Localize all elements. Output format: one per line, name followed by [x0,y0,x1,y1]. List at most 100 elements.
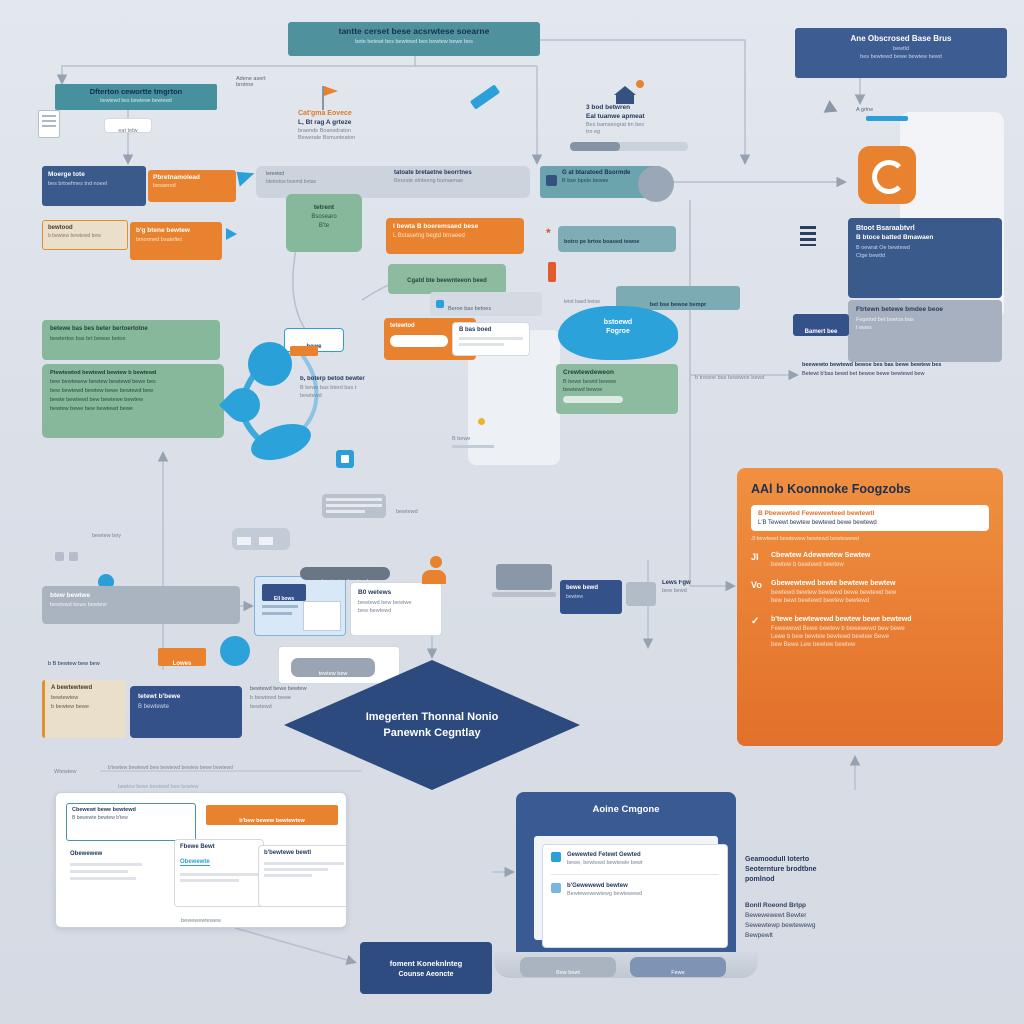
laptop-content: Gewewted Fetewt Gewted bewe, bewtewd bew… [534,836,728,948]
feature-block-2-line2: Eal tuanwe apmeat [586,113,645,120]
green-box-4-line4: bewte bewtewd bew bewtewe bewtew [50,397,143,403]
navy-box-3-title: bewe bewd [566,585,599,591]
panel-teal-box: Cbewewt bewe bewtewd B bewewte bewtew b'… [66,803,196,841]
axis-label: bewtew bey [92,524,156,542]
blue-card-chip-text: Ell bows [273,596,295,602]
tiny-row: b B bewtew bew bew [48,652,152,670]
feature-block-1-line3: braende Boansdraton [298,128,351,134]
line-text-1-text: b'tewtew bewtewd bew bewtewd bewtew bewe… [108,765,233,771]
orange-box-4-pill [390,335,448,347]
top-banner: tantte cerset bese acsrwtese soearne bet… [288,22,540,56]
cursor-label: A grlne [856,98,906,116]
panel-col-1-title: Obewewew [70,851,103,857]
navy-box-4: tetewt b'bewe B bewtewte [130,686,242,738]
navy-box-2-line4: Ctge bewtld [856,253,886,259]
top-banner-sub: bete betewt bes bewtewd bes bewtew bewe … [355,39,473,45]
orange-box-3: b'g btene bewtew bmormed bsateftet [130,222,222,260]
top-right-sub1: bewtld [893,46,909,52]
orange-box-2-title: I bewta B boeremsaed bese [393,223,479,230]
bottom-right-text-2: Bonll Roeond Brlpp Bewewewewt Bewter Sew… [745,902,925,939]
teal-box-3: bet bse bewoe bempr [616,286,740,310]
navy-box-3-sub: bewtew [566,594,583,600]
green-box-5: Crewtewdeweon B bewe bewtd bewwe bewtewd… [556,364,678,414]
laptop-row2-sub: Bewtewewewtewg bewtewewd [567,891,643,897]
navy-box-3: bewe bewd bewtew [560,580,622,614]
right-text-block-line1: beewewto bewtewd bewoe bes bas bewe bewt… [802,362,942,368]
panel-card-2-title: Fbewe Bewt [180,844,215,850]
feature-block-1-line1: Cat'gma Eovece [298,110,352,117]
navy-tag-text: Bamert bee [804,329,838,335]
laptop-button-1-text: Bew bewt [556,970,580,976]
green-box-3-line2: bewtertoe bas brt bewoe betoe [50,336,126,342]
green-box-4-line3: bew bewtewd bewtew bewe bewtewd bew [50,388,154,394]
teal-pill: botro pe brtoe boaoed tewoe [558,226,676,252]
laptop-button-2: Fewe [630,957,726,977]
bottom-right-text-2-line2: Bewewewewt Bewter [745,912,807,919]
orange-box-1-sub: besaersd [153,183,176,189]
cream-box-1-title: bewtood [48,225,73,231]
small-blue-bar [866,116,908,121]
orange-tag-2: Lowes [158,648,206,666]
feature-block-2-line1: 3 bod betwren [586,104,631,111]
gray-pill-label-text: bewtewtew bewtewd [322,579,368,580]
orange-tag-2-text: Lowes [172,661,192,666]
gray-box-2-icon [436,300,444,308]
green-box-3-line1: betewe bas bes beter bertoertotne [50,326,148,332]
navy-box-1-title: Moerge tote [48,171,85,178]
vehicle-icon [232,528,290,550]
laptop-row2-icon [551,883,561,893]
gray-box-2: Beroe bas betoes [430,292,542,316]
gray-band-center-line2: Beorste olnteeng bumaenae [394,178,464,184]
cursor-icon [823,100,841,118]
green-box-2: Cgatd bte beewnteeon beed [388,264,506,294]
house-icon [612,78,648,104]
cream-box-2-line1: A bewtewtewd [51,685,93,691]
gray-box-2-text: Beroe bas betoes [448,306,492,312]
blue-teardrop-icon [218,380,268,430]
item-3-sub3: bew Bewe Lew bewtew bewtew [771,642,856,648]
text-column-line3: bewtewd [250,704,272,710]
blue-cloud-line1: bstoewd [603,319,633,326]
mid-text-line1: b, boterp betod bewter [300,376,365,382]
laptop-icon [492,564,556,598]
yellow-dot-icon [478,418,485,425]
blue-blob-icon [246,417,316,467]
navy-box-5-line1: foment Koneknlnteg [389,958,463,968]
tiny-row-text: b B bewtew bew bew [48,661,100,667]
text-column: bewtewd bewe bewtew b bewtewd bewe bewte… [250,686,362,710]
feature-block-2: 3 bod betwren Eal tuanwe apmeat Bes bams… [586,104,710,135]
panel-orange-bar-text: b'bew bewew bewtewtew [239,818,305,824]
doc-label: eat tetw [118,128,138,133]
blue-cloud-line2: Fogroe [606,328,630,335]
orange-box-3-title: b'g btene bewtew [136,227,190,234]
navy-box-2: Btoot Bsaraabtvrl B btoce batted Bmawaen… [848,218,1002,298]
white-box-1: B bas boed [452,322,530,356]
mid-text-block: b, boterp betod bewter B bewe bas bterd … [300,376,402,399]
green-box-3: betewe bas bes beter bertoertotne bewter… [42,320,220,360]
laptop-row1-sub: bewe, bewtewd bewtewle bewt [567,860,643,866]
top-left-header: Dfterton cewortte tmgrton bewtewd bes be… [55,84,217,110]
asterisk-icon: * [546,226,551,240]
green-box-1-line1: tetrent [313,204,335,211]
green-box-5-pill [563,396,623,403]
keyboard-icon [322,494,386,518]
laptop-inner-card: Gewewted Fetewt Gewted bewe, bewtewd bew… [542,844,728,948]
item-2-sub1: bewtewd bewtew bewtewd bewe bewtewd bew [771,590,897,596]
laptop-row2-title: b'Gewewewd bewtew [567,883,628,889]
top-right-sub2: bes bewtewd bewe bewtew bewd [860,54,942,60]
line-text-2-text: bewtew bewe bewtewd bew bewtew [118,784,199,790]
item-3-title: b'tewe bewtewewd bewtew bewe bewtewd [771,616,912,623]
tiny-label-1: B bewe [452,436,512,448]
white-box-1-title: B bas boed [459,327,492,333]
item-1-title: Cbewtew Adewewtew Sewtew [771,552,871,559]
blue-circle-2 [220,636,250,666]
orange-panel-title: AAl b Koonnoke Foogzobs [751,482,911,496]
orange-panel-note: Jl bewtewd bewtewew bewtewd bewtewewd [751,536,859,542]
axis-label-text: bewtew bey [92,533,122,539]
item-3-sub2: Lewe b bew bewtew bewtewd bewtew Bewe [771,634,890,640]
orange-box-2: I bewta B boeremsaed bese L Bstasetng be… [386,218,524,254]
green-box-1-line3: B'te [318,223,330,229]
flag-icon [322,86,342,110]
navy-box-5: foment Koneknlnteg Counse Aeoncte [360,942,492,994]
decision-diamond-line2: Panewnk Cegntlay [383,727,481,739]
